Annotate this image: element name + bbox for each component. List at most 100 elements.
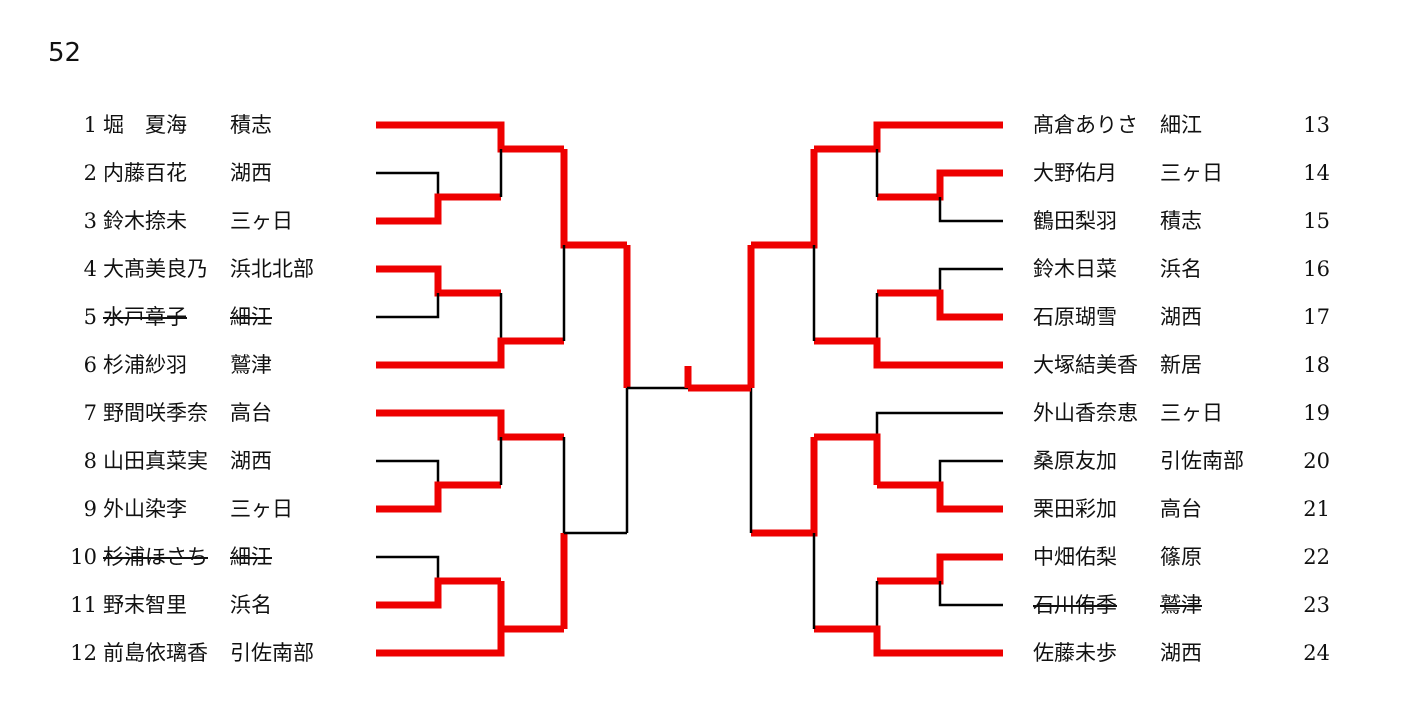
bracket-line	[938, 581, 1003, 607]
entry-number: 13	[1303, 113, 1330, 137]
bracket-line-winner	[877, 481, 1003, 513]
entry-number: 16	[1303, 257, 1330, 281]
entry-school: 浜名	[230, 593, 272, 617]
entry-number: 18	[1303, 353, 1330, 377]
bracket-line-winner	[376, 337, 564, 369]
bracket-line	[938, 459, 1003, 485]
entry-school: 篠原	[1160, 545, 1202, 569]
page-number: 52	[48, 38, 82, 68]
entry-number: 20	[1303, 449, 1330, 473]
entry-number: 17	[1303, 305, 1330, 329]
entry-name: 中畑佑梨	[1033, 545, 1117, 569]
bracket-line	[875, 411, 1003, 437]
entry-row: 16 鈴木日菜 浜名	[0, 254, 1414, 284]
entry-school: 湖西	[230, 161, 272, 185]
entry-school: 細江	[230, 545, 272, 569]
entry-name: 前島依璃香	[103, 641, 208, 665]
entry-school: 湖西	[1160, 641, 1202, 665]
entry-row: 24 佐藤未歩 湖西	[0, 638, 1414, 668]
entry-row: 17 石原瑚雪 湖西	[0, 302, 1414, 332]
entry-number: 24	[1303, 641, 1330, 665]
entry-number: 23	[1303, 593, 1330, 617]
bracket-line-winner	[376, 481, 501, 513]
entry-number: 9	[83, 497, 97, 521]
entry-name: 堀 夏海	[103, 113, 187, 137]
entry-school: 三ヶ日	[230, 497, 293, 521]
entry-number: 19	[1303, 401, 1330, 425]
entry-number: 7	[83, 401, 97, 425]
bracket-line-winner	[814, 433, 881, 485]
entry-name: 鈴木捺未	[103, 209, 187, 233]
entry-name: 髙倉ありさ	[1033, 113, 1138, 137]
entry-school: 引佐南部	[230, 641, 314, 665]
bracket-line-winner	[376, 121, 564, 153]
entry-name: 杉浦紗羽	[103, 353, 187, 377]
entry-name: 大野佑月	[1033, 161, 1117, 185]
entry-school: 三ヶ日	[1160, 161, 1223, 185]
bracket-line-winner	[376, 193, 501, 225]
entry-name: 外山染李	[103, 497, 187, 521]
bracket-line-winner	[376, 409, 564, 441]
entry-number: 8	[83, 449, 97, 473]
entry-name: 鶴田梨羽	[1033, 209, 1117, 233]
bracket-line-winner	[814, 337, 1003, 369]
entry-name: 野末智里	[103, 593, 187, 617]
entry-name: 佐藤未歩	[1033, 641, 1117, 665]
entry-number: 14	[1303, 161, 1330, 185]
bracket-line-winner	[877, 289, 1003, 321]
entry-name: 大塚結美香	[1033, 353, 1138, 377]
entry-number: 4	[83, 257, 97, 281]
entry-name: 野間咲季奈	[103, 401, 208, 425]
bracket-line-winner	[376, 577, 501, 609]
entry-row: 13 髙倉ありさ細江	[0, 110, 1414, 140]
entry-name: 石原瑚雪	[1033, 305, 1117, 329]
entry-number: 6	[83, 353, 97, 377]
entry-school: 湖西	[1160, 305, 1202, 329]
entry-number: 11	[70, 593, 97, 617]
bracket-line-winner	[376, 625, 564, 657]
entry-name: 山田真菜実	[103, 449, 208, 473]
entry-school: 高台	[1160, 497, 1202, 521]
bracket-line-winner	[751, 149, 818, 249]
entry-name: 鈴木日菜	[1033, 257, 1117, 281]
entry-number: 12	[70, 641, 97, 665]
entry-school: 三ヶ日	[1160, 401, 1223, 425]
bracket-line-winner	[814, 121, 1003, 153]
entry-name: 水戸章子	[103, 305, 187, 329]
entry-name: 外山香奈恵	[1033, 401, 1138, 425]
entry-school: 浜名	[1160, 257, 1202, 281]
entry-name: 内藤百花	[103, 161, 187, 185]
entry-number: 5	[83, 305, 97, 329]
entry-school: 鷲津	[1160, 593, 1202, 617]
entry-name: 杉浦ほさち	[103, 545, 208, 569]
bracket-line	[376, 171, 440, 197]
entry-number: 15	[1303, 209, 1330, 233]
bracket-line	[376, 459, 440, 485]
entry-school: 細江	[1160, 113, 1202, 137]
bracket-line	[376, 555, 440, 581]
entry-number: 21	[1303, 497, 1330, 521]
bracket-line-winner	[751, 437, 818, 537]
entry-name: 桑原友加	[1033, 449, 1117, 473]
bracket-line-winner	[877, 169, 1003, 201]
bracket-line	[938, 197, 1003, 223]
entry-school: 高台	[230, 401, 272, 425]
entry-school: 細江	[230, 305, 272, 329]
entry-number: 2	[83, 161, 97, 185]
